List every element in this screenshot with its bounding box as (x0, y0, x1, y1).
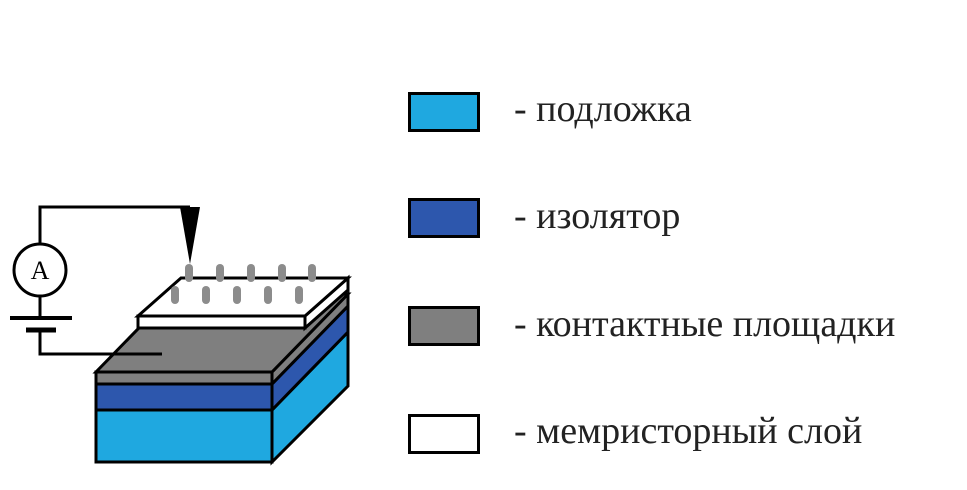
legend-swatch-insulator (408, 198, 480, 238)
legend-swatch-contacts (408, 306, 480, 346)
legend-label-insulator: - изолятор (514, 195, 681, 237)
device-schematic: A (10, 205, 352, 466)
contact-pad (295, 286, 303, 304)
memristor-layer-front-face (136, 314, 307, 330)
legend-label-memristor: - мемристорный слой (514, 410, 863, 452)
contact-pad (264, 286, 272, 304)
contact-pads-back-row (185, 264, 316, 282)
legend-swatch-memristor (408, 414, 480, 454)
legend-swatch-substrate (408, 92, 480, 132)
legend-label-contacts: - контактные площадки (514, 303, 896, 345)
contact-pad (308, 264, 316, 282)
substrate-front-face (94, 408, 274, 464)
memristor-layer-top-face (134, 276, 352, 318)
contact-pads-front-row (171, 286, 303, 304)
contact-pad (185, 264, 193, 282)
legend-label-substrate: - подложка (514, 88, 692, 130)
contact-pad (216, 264, 224, 282)
ammeter-label: A (31, 256, 50, 285)
ammeter-icon (12, 242, 68, 298)
circuit-wire-top (38, 205, 190, 244)
contact-pad (278, 264, 286, 282)
contact-pad (233, 286, 241, 304)
contact-pad (202, 286, 210, 304)
probe-needle (180, 207, 200, 264)
contact-pad (247, 264, 255, 282)
circuit-wire-bottom (38, 330, 162, 356)
insulator-front-face (94, 382, 274, 412)
contact-pad (171, 286, 179, 304)
contact-layer-front-face (94, 370, 274, 386)
